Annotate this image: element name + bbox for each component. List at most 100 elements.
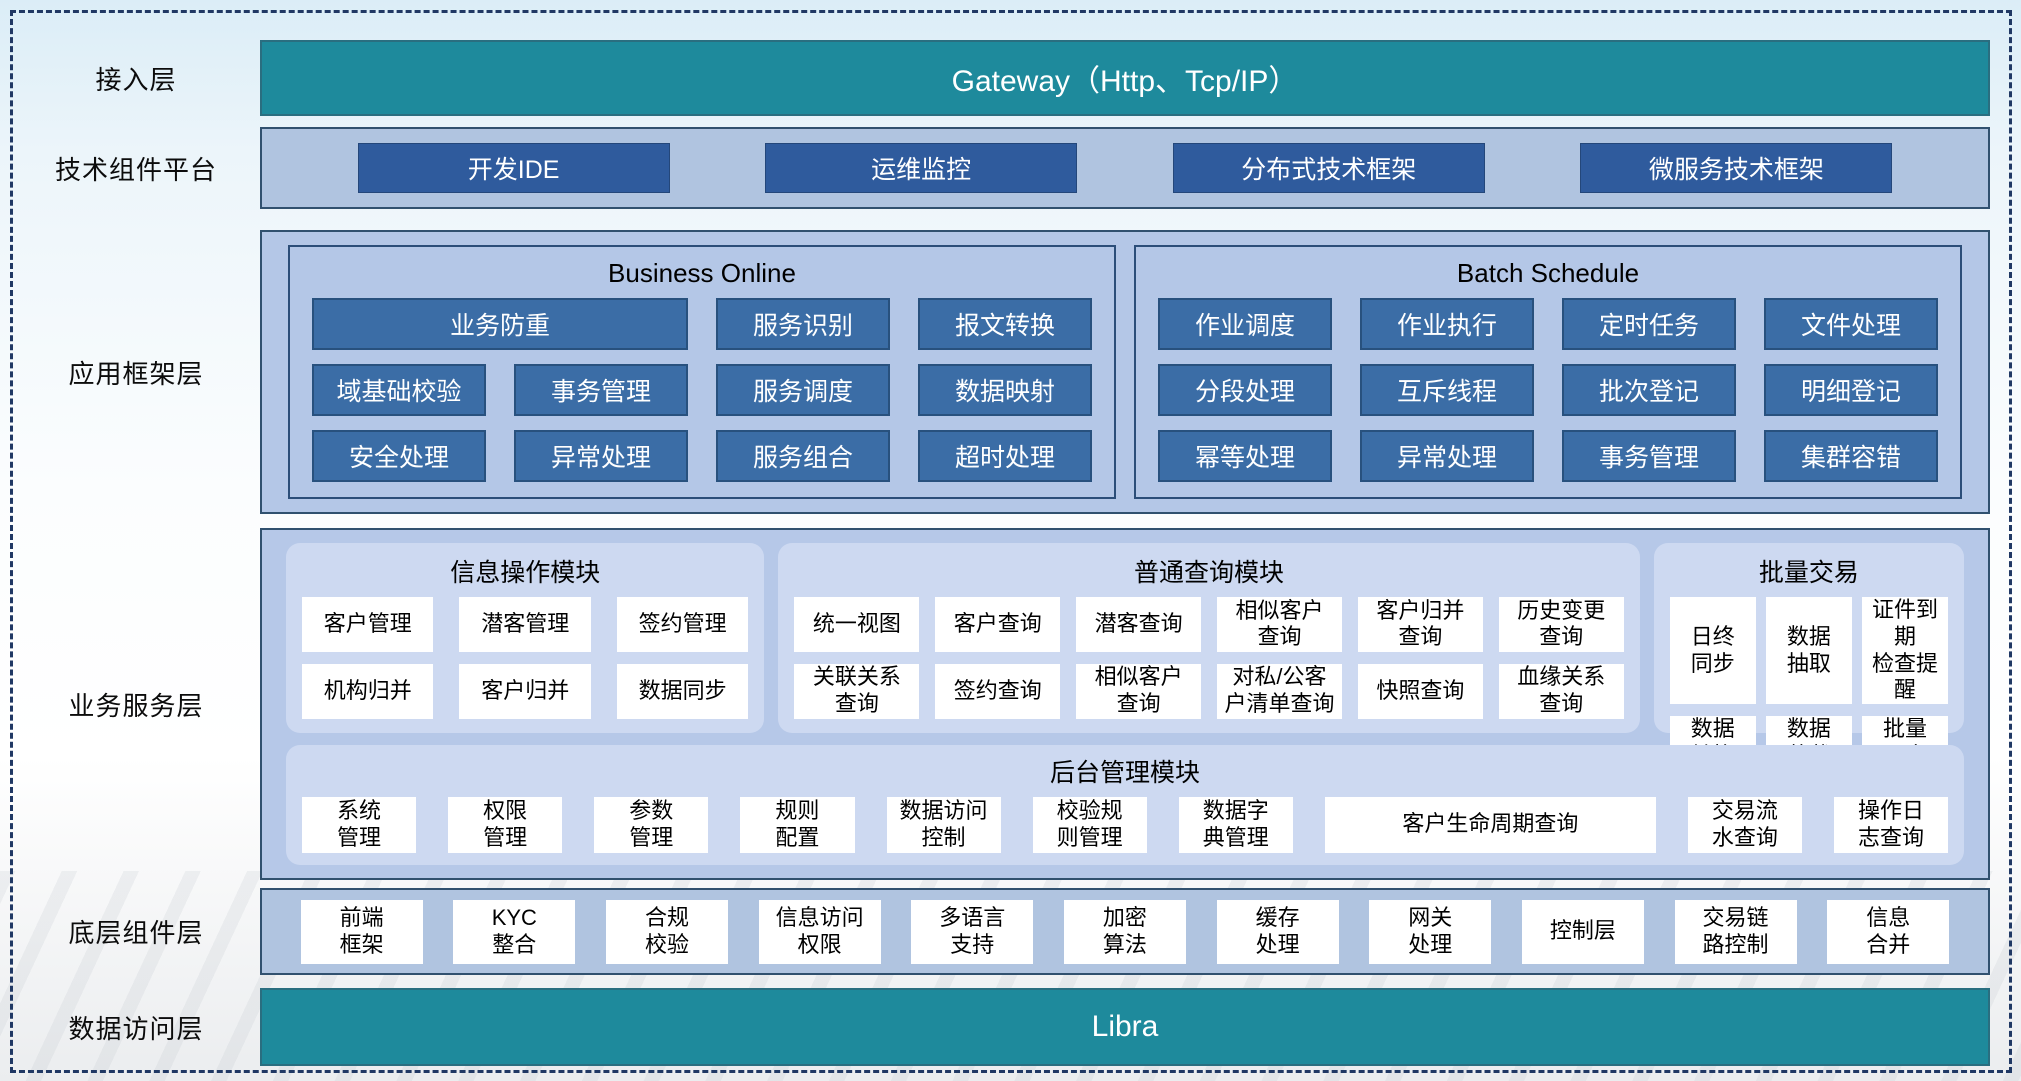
business-service-band: 信息操作模块 客户管理 潜客管理 签约管理 机构归并 客户归并 数据同步 普通查… bbox=[260, 528, 1990, 880]
business-online-grid: 业务防重 服务识别 报文转换 域基础校验 事务管理 服务调度 数据映射 安全处理… bbox=[312, 298, 1092, 482]
libra-bar: Libra bbox=[260, 988, 1990, 1066]
batch-schedule-box: 定时任务 bbox=[1562, 298, 1736, 350]
admin-module-box: 数据访问 控制 bbox=[886, 796, 1001, 853]
business-online-box: 服务组合 bbox=[716, 430, 890, 482]
layer-label-business-service: 业务服务层 bbox=[68, 690, 204, 721]
batch-schedule-box: 明细登记 bbox=[1764, 364, 1938, 416]
batch-schedule-grid: 作业调度 作业执行 定时任务 文件处理 分段处理 互斥线程 批次登记 明细登记 … bbox=[1158, 298, 1938, 482]
batch-schedule-title: Batch Schedule bbox=[1456, 258, 1640, 288]
batch-schedule-box: 作业调度 bbox=[1158, 298, 1332, 350]
admin-module-box: 数据字 典管理 bbox=[1178, 796, 1293, 853]
batch-schedule-box: 幂等处理 bbox=[1158, 430, 1332, 482]
base-component-box: 合规 校验 bbox=[605, 899, 728, 964]
info-operation-box: 签约管理 bbox=[616, 597, 749, 652]
common-query-box: 签约查询 bbox=[935, 663, 1061, 719]
base-component-box: 网关 处理 bbox=[1369, 899, 1492, 964]
admin-module-box: 交易流 水查询 bbox=[1687, 796, 1802, 853]
tech-box: 开发IDE bbox=[357, 143, 670, 193]
admin-module-box: 校验规 则管理 bbox=[1032, 796, 1147, 853]
batch-trade-box: 证件到期 检查提醒 bbox=[1861, 597, 1948, 705]
business-online-box: 域基础校验 bbox=[312, 364, 486, 416]
info-operation-title: 信息操作模块 bbox=[450, 559, 601, 587]
app-framework-band: Business Online 业务防重 服务识别 报文转换 域基础校验 事务管… bbox=[260, 230, 1990, 514]
layer-label-access: 接入层 bbox=[95, 64, 177, 95]
batch-trade-box: 数据 抽取 bbox=[1765, 597, 1852, 705]
admin-module-box: 规则 配置 bbox=[740, 796, 855, 853]
batch-schedule-box: 事务管理 bbox=[1562, 430, 1736, 482]
batch-trade-panel: 批量交易 日终 同步 数据 抽取 证件到期 检查提醒 数据 转换 数据 装载 批… bbox=[1653, 543, 1964, 770]
common-query-grid: 统一视图 客户查询 潜客查询 相似客户 查询 客户归并 查询 历史变更 查询 关… bbox=[794, 597, 1624, 719]
business-online-box: 超时处理 bbox=[918, 430, 1092, 482]
layer-label-tech-platform: 技术组件平台 bbox=[54, 154, 217, 185]
business-service-top-row: 信息操作模块 客户管理 潜客管理 签约管理 机构归并 客户归并 数据同步 普通查… bbox=[286, 543, 1964, 770]
common-query-box: 相似客户 查询 bbox=[1217, 597, 1342, 652]
gateway-bar: Gateway（Http、Tcp/IP） bbox=[260, 40, 1990, 116]
admin-module-box: 系统 管理 bbox=[302, 796, 417, 853]
base-component-box: 信息访问 权限 bbox=[758, 899, 881, 964]
base-component-box: 缓存 处理 bbox=[1216, 899, 1339, 964]
batch-schedule-box: 作业执行 bbox=[1360, 298, 1534, 350]
base-component-box: 加密 算法 bbox=[1063, 899, 1186, 964]
batch-schedule-panel: Batch Schedule 作业调度 作业执行 定时任务 文件处理 分段处理 … bbox=[1134, 245, 1962, 499]
tech-box: 运维监控 bbox=[765, 143, 1078, 193]
base-component-box: 信息 合并 bbox=[1827, 899, 1950, 964]
admin-module-panel: 后台管理模块 系统 管理 权限 管理 参数 管理 规则 配置 数据访问 控制 校… bbox=[286, 744, 1964, 865]
batch-schedule-box: 互斥线程 bbox=[1360, 364, 1534, 416]
common-query-box: 对私/公客 户清单查询 bbox=[1217, 663, 1342, 719]
info-operation-box: 客户管理 bbox=[302, 597, 434, 652]
common-query-box: 血缘关系 查询 bbox=[1498, 663, 1624, 719]
common-query-box: 相似客户 查询 bbox=[1076, 663, 1202, 719]
business-online-panel: Business Online 业务防重 服务识别 报文转换 域基础校验 事务管… bbox=[288, 245, 1116, 499]
info-operation-box: 潜客管理 bbox=[459, 597, 591, 652]
business-online-box: 报文转换 bbox=[918, 298, 1092, 350]
layer-label-app-framework: 应用框架层 bbox=[68, 358, 204, 389]
batch-schedule-box: 分段处理 bbox=[1158, 364, 1332, 416]
common-query-box: 快照查询 bbox=[1357, 663, 1483, 719]
admin-module-box: 操作日 志查询 bbox=[1833, 796, 1949, 853]
base-component-box: 多语言 支持 bbox=[911, 899, 1034, 964]
common-query-box: 关联关系 查询 bbox=[794, 663, 920, 719]
common-query-box: 统一视图 bbox=[794, 597, 920, 652]
base-component-box: 交易链 路控制 bbox=[1674, 899, 1797, 964]
common-query-title: 普通查询模块 bbox=[1134, 559, 1285, 587]
common-query-box: 客户查询 bbox=[935, 597, 1061, 652]
common-query-box: 潜客查询 bbox=[1076, 597, 1202, 652]
admin-module-box: 客户生命周期查询 bbox=[1324, 796, 1656, 853]
business-online-box: 服务调度 bbox=[716, 364, 890, 416]
admin-module-box: 参数 管理 bbox=[594, 796, 709, 853]
business-online-box: 事务管理 bbox=[514, 364, 688, 416]
base-component-box: 控制层 bbox=[1521, 899, 1644, 964]
batch-schedule-box: 异常处理 bbox=[1360, 430, 1534, 482]
info-operation-panel: 信息操作模块 客户管理 潜客管理 签约管理 机构归并 客户归并 数据同步 bbox=[286, 543, 765, 733]
info-operation-box: 机构归并 bbox=[302, 663, 434, 719]
info-operation-box: 客户归并 bbox=[459, 663, 591, 719]
batch-schedule-box: 批次登记 bbox=[1562, 364, 1736, 416]
batch-trade-grid: 日终 同步 数据 抽取 证件到期 检查提醒 数据 转换 数据 装载 批量 开户 bbox=[1669, 597, 1948, 770]
common-query-box: 客户归并 查询 bbox=[1357, 597, 1483, 652]
info-operation-grid: 客户管理 潜客管理 签约管理 机构归并 客户归并 数据同步 bbox=[302, 597, 749, 719]
batch-schedule-box: 文件处理 bbox=[1764, 298, 1938, 350]
tech-box: 分布式技术框架 bbox=[1172, 143, 1485, 193]
info-operation-box: 数据同步 bbox=[616, 663, 749, 719]
batch-trade-title: 批量交易 bbox=[1758, 559, 1859, 587]
business-online-box: 异常处理 bbox=[514, 430, 688, 482]
layer-label-data-access: 数据访问层 bbox=[68, 1013, 204, 1044]
admin-module-box: 权限 管理 bbox=[448, 796, 563, 853]
admin-module-row: 系统 管理 权限 管理 参数 管理 规则 配置 数据访问 控制 校验规 则管理 … bbox=[302, 796, 1949, 853]
batch-schedule-box: 集群容错 bbox=[1764, 430, 1938, 482]
admin-module-title: 后台管理模块 bbox=[1049, 758, 1200, 787]
common-query-panel: 普通查询模块 统一视图 客户查询 潜客查询 相似客户 查询 客户归并 查询 历史… bbox=[778, 543, 1640, 733]
business-online-box: 安全处理 bbox=[312, 430, 486, 482]
batch-trade-box: 日终 同步 bbox=[1669, 597, 1756, 705]
business-online-box: 服务识别 bbox=[716, 298, 890, 350]
base-component-box: 前端 框架 bbox=[300, 899, 423, 964]
tech-platform-band: 开发IDE 运维监控 分布式技术框架 微服务技术框架 bbox=[260, 127, 1990, 209]
layer-label-base-components: 底层组件层 bbox=[68, 918, 204, 948]
base-component-box: KYC 整合 bbox=[453, 899, 576, 964]
base-components-band: 前端 框架 KYC 整合 合规 校验 信息访问 权限 多语言 支持 加密 算法 … bbox=[260, 888, 1990, 975]
common-query-box: 历史变更 查询 bbox=[1498, 597, 1624, 652]
business-online-box: 业务防重 bbox=[312, 298, 688, 350]
business-online-box: 数据映射 bbox=[918, 364, 1092, 416]
tech-box: 微服务技术框架 bbox=[1580, 143, 1893, 193]
